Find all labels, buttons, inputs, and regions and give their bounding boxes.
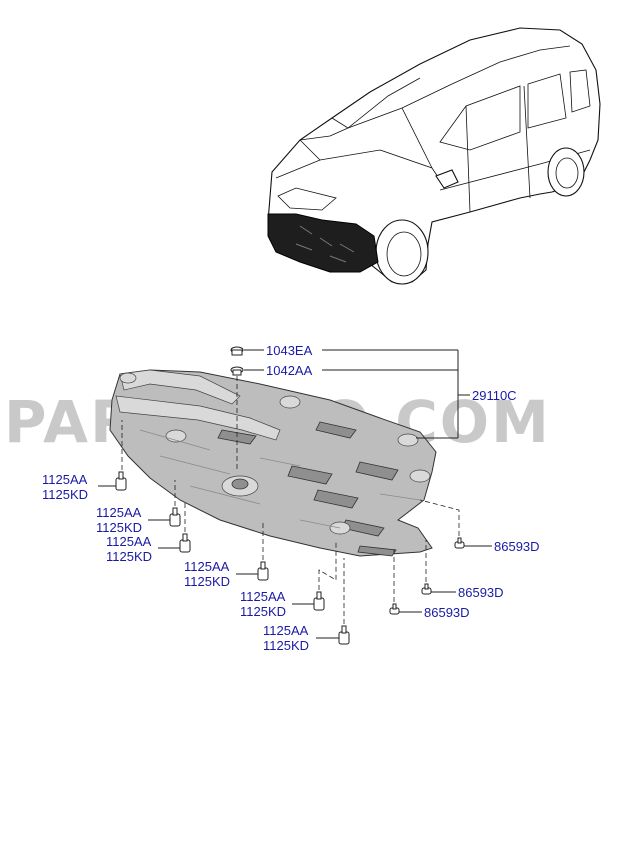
bolt-5[interactable] [313, 591, 325, 611]
label-bolt-1-kd[interactable]: 1125KD [42, 487, 88, 502]
leader-lines [98, 349, 492, 639]
label-screw-2[interactable]: 86593D [458, 585, 504, 600]
label-screw-3[interactable]: 86593D [424, 605, 470, 620]
bolt-6[interactable] [338, 625, 350, 645]
label-bolt-5-aa[interactable]: 1125AA [240, 589, 286, 604]
label-screw-1[interactable]: 86593D [494, 539, 540, 554]
clip-1042aa[interactable] [230, 366, 244, 376]
label-bolt-2-kd[interactable]: 1125KD [96, 520, 142, 535]
screw-1[interactable] [454, 537, 465, 549]
label-bolt-4-kd[interactable]: 1125KD [184, 574, 230, 589]
bolt-3[interactable] [179, 533, 191, 553]
label-clip-1043ea[interactable]: 1043EA [266, 343, 313, 358]
bolt-4[interactable] [257, 561, 269, 581]
label-bolt-6-kd[interactable]: 1125KD [263, 638, 309, 653]
label-assembly-29110c[interactable]: 29110C [472, 388, 517, 403]
bolt-2[interactable] [169, 507, 181, 527]
label-bolt-3-kd[interactable]: 1125KD [106, 549, 152, 564]
highlighted-undercover [267, 213, 379, 273]
label-bolt-3-aa[interactable]: 1125AA [106, 534, 152, 549]
bolt-1[interactable] [115, 471, 127, 491]
label-bolt-2-aa[interactable]: 1125AA [96, 505, 142, 520]
label-clip-1042aa[interactable]: 1042AA [266, 363, 313, 378]
screw-3[interactable] [389, 603, 400, 615]
screw-2[interactable] [421, 583, 432, 595]
engine-undercover-panel [109, 369, 437, 557]
label-bolt-4-aa[interactable]: 1125AA [184, 559, 230, 574]
vehicle-illustration [267, 27, 601, 285]
label-bolt-1-aa[interactable]: 1125AA [42, 472, 88, 487]
label-bolt-5-kd[interactable]: 1125KD [240, 604, 286, 619]
label-bolt-6-aa[interactable]: 1125AA [263, 623, 309, 638]
clip-1043ea[interactable] [230, 346, 244, 356]
